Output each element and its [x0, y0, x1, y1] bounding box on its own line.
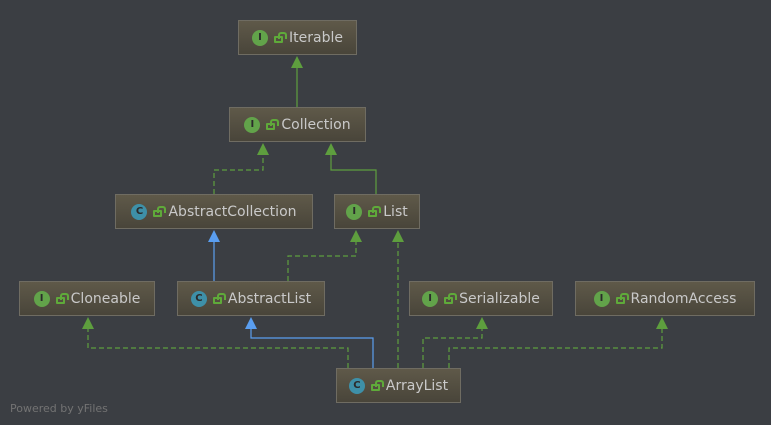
- interface-icon: I: [244, 116, 261, 133]
- public-access-icon: [153, 206, 167, 217]
- edge-arraylist-to-randomaccess: [448, 317, 668, 368]
- public-access-icon: [266, 119, 280, 130]
- edge-arraylist-to-abstractlist: [245, 317, 374, 368]
- node-label: ArrayList: [385, 377, 449, 394]
- edge-arraylist-to-serializable: [422, 317, 488, 368]
- node-abstractcollection[interactable]: C AbstractCollection: [115, 194, 313, 229]
- public-access-icon: [368, 206, 382, 217]
- node-arraylist[interactable]: C ArrayList: [336, 368, 461, 403]
- edge-line: [330, 153, 377, 194]
- public-access-icon: [370, 380, 384, 391]
- arrowhead-icon: [291, 56, 303, 68]
- node-collection[interactable]: I Collection: [229, 107, 366, 142]
- node-label: RandomAccess: [630, 290, 737, 307]
- public-access-icon: [55, 293, 69, 304]
- node-cloneable[interactable]: I Cloneable: [19, 281, 155, 316]
- node-label: Serializable: [459, 290, 540, 307]
- arrowhead-icon: [656, 317, 668, 329]
- interface-icon: I: [346, 203, 363, 220]
- arrowhead-icon: [245, 317, 257, 329]
- node-list[interactable]: I List: [334, 194, 420, 229]
- arrowhead-icon: [350, 230, 362, 242]
- arrowhead-icon: [392, 230, 404, 242]
- node-iterable[interactable]: I Iterable: [238, 20, 357, 55]
- edge-line: [287, 240, 357, 281]
- node-serializable[interactable]: I Serializable: [409, 281, 553, 316]
- edge-abstractlist-to-abstractcollection: [208, 230, 220, 281]
- class-icon: C: [348, 377, 365, 394]
- interface-icon: I: [252, 29, 269, 46]
- node-label: Collection: [281, 116, 351, 133]
- class-icon: C: [190, 290, 207, 307]
- arrowhead-icon: [325, 143, 337, 155]
- edge-line: [448, 327, 663, 368]
- node-randomaccess[interactable]: I RandomAccess: [575, 281, 755, 316]
- arrowhead-icon: [257, 143, 269, 155]
- edge-line: [87, 327, 349, 368]
- public-access-icon: [212, 293, 226, 304]
- node-label: AbstractCollection: [168, 203, 297, 220]
- node-label: List: [383, 203, 408, 220]
- edge-line: [250, 327, 374, 368]
- interface-icon: I: [593, 290, 610, 307]
- edge-line: [213, 153, 264, 194]
- arrowhead-icon: [476, 317, 488, 329]
- public-access-icon: [274, 32, 288, 43]
- interface-icon: I: [422, 290, 439, 307]
- edge-line: [422, 327, 483, 368]
- class-icon: C: [131, 203, 148, 220]
- node-label: Iterable: [289, 29, 343, 46]
- node-abstractlist[interactable]: C AbstractList: [177, 281, 325, 316]
- edge-abstractcollection-to-collection: [213, 143, 269, 194]
- arrowhead-icon: [82, 317, 94, 329]
- edge-abstractlist-to-list: [287, 230, 362, 281]
- edge-collection-to-iterable: [291, 56, 303, 107]
- node-label: AbstractList: [227, 290, 312, 307]
- edge-list-to-collection: [325, 143, 377, 194]
- public-access-icon: [615, 293, 629, 304]
- edge-arraylist-to-cloneable: [82, 317, 349, 368]
- powered-by-footer: Powered by yFiles: [10, 402, 108, 415]
- interface-icon: I: [33, 290, 50, 307]
- public-access-icon: [444, 293, 458, 304]
- arrowhead-icon: [208, 230, 220, 242]
- edge-arraylist-to-list: [392, 230, 404, 368]
- node-label: Cloneable: [70, 290, 141, 307]
